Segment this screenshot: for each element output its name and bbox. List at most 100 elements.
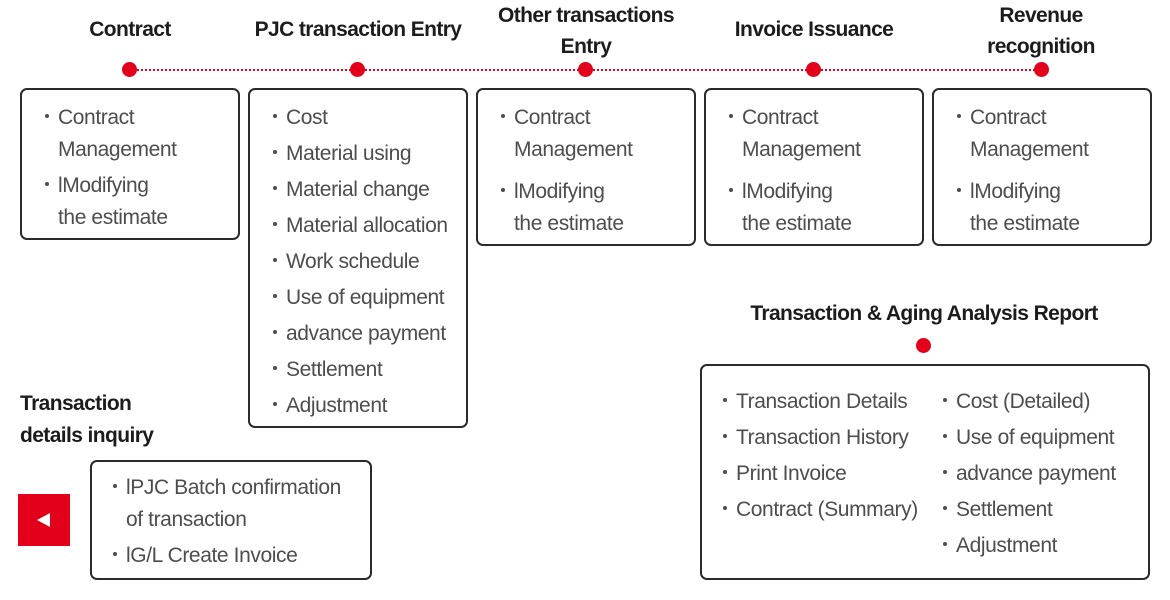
list-item-text: the estimate: [742, 212, 852, 235]
report-list-left: Transaction Details Transaction History …: [718, 386, 918, 530]
timeline-dot-invoice: [806, 62, 821, 77]
list-item: Settlement: [938, 494, 1116, 526]
stage-title-contract-line: Contract: [89, 18, 171, 41]
stage-title-other-entry-line1: Other transactions: [498, 4, 675, 27]
list-item: Cost: [268, 102, 466, 134]
list-item: lModifying the estimate: [724, 176, 922, 240]
stage-title-invoice-line: Invoice Issuance: [734, 18, 894, 41]
timeline-dot-other-entry: [578, 62, 593, 77]
list-item-text: Print Invoice: [736, 462, 847, 485]
list-item: lModifying the estimate: [40, 170, 238, 234]
list-item-text: lModifying: [970, 180, 1061, 203]
list-item-text: Contract: [58, 106, 135, 129]
stage-title-invoice: Invoice Issuance: [704, 14, 924, 45]
stage-title-other-entry-line2: Entry: [560, 35, 612, 58]
list-item: lG/L Create Invoice: [108, 540, 370, 572]
list-item: Settlement: [268, 354, 466, 386]
list-item-text: Work schedule: [286, 250, 420, 273]
list-item-text: advance payment: [956, 462, 1116, 485]
inquiry-title: Transaction details inquiry: [20, 388, 154, 452]
list-item: Adjustment: [268, 390, 466, 422]
stage-box-pjc-entry: Cost Material using Material change Mate…: [248, 88, 468, 428]
list-item-text: Management: [970, 138, 1089, 161]
list-item-text: Adjustment: [286, 394, 388, 417]
list-item-text: Management: [58, 138, 177, 161]
list-item-text: lG/L Create Invoice: [126, 544, 298, 567]
list-item-text: Material allocation: [286, 214, 448, 237]
list-item: Cost (Detailed): [938, 386, 1116, 418]
list-item-text: Use of equipment: [956, 426, 1115, 449]
list-item-text: Settlement: [286, 358, 383, 381]
list-item-text: Cost (Detailed): [956, 390, 1091, 413]
report-dot: [916, 338, 931, 353]
triangle-left-icon: [37, 513, 50, 527]
list-item-text: Contract (Summary): [736, 498, 918, 521]
report-title-text: Transaction & Aging Analysis Report: [750, 302, 1098, 325]
stage-title-contract: Contract: [30, 14, 230, 45]
list-item-text: Settlement: [956, 498, 1053, 521]
list-item: Transaction Details: [718, 386, 918, 418]
list-item-text: Management: [742, 138, 861, 161]
list-item-text: Management: [514, 138, 633, 161]
list-item-text: lPJC Batch confirmation: [126, 476, 341, 499]
report-box: Transaction Details Transaction History …: [700, 364, 1150, 580]
stage-title-other-entry: Other transactions Entry: [476, 0, 696, 62]
back-button[interactable]: [18, 494, 70, 546]
list-item-text: the estimate: [970, 212, 1080, 235]
list-item-text: Cost: [286, 106, 328, 129]
list-item-text: Contract: [742, 106, 819, 129]
inquiry-box: lPJC Batch confirmation of transaction lG…: [90, 460, 372, 580]
list-item: lPJC Batch confirmation of transaction: [108, 472, 370, 536]
timeline-dot-pjc-entry: [350, 62, 365, 77]
stage-list-pjc-entry: Cost Material using Material change Mate…: [268, 102, 466, 422]
timeline-dot-contract: [122, 62, 137, 77]
list-item: Contract (Summary): [718, 494, 918, 526]
timeline-dot-revenue: [1034, 62, 1049, 77]
list-item: Use of equipment: [268, 282, 466, 314]
list-item-text: Adjustment: [956, 534, 1058, 557]
list-item-text: Use of equipment: [286, 286, 445, 309]
list-item-text: lModifying: [58, 174, 149, 197]
list-item: Use of equipment: [938, 422, 1116, 454]
list-item: Print Invoice: [718, 458, 918, 490]
list-item: Material using: [268, 138, 466, 170]
list-item: Work schedule: [268, 246, 466, 278]
list-item-text: advance payment: [286, 322, 446, 345]
list-item-text: the estimate: [514, 212, 624, 235]
stage-title-pjc-entry: PJC transaction Entry: [238, 14, 478, 45]
list-item-text: Transaction History: [736, 426, 909, 449]
inquiry-title-line1: Transaction: [20, 392, 132, 415]
list-item-text: lModifying: [742, 180, 833, 203]
inquiry-list: lPJC Batch confirmation of transaction lG…: [108, 472, 370, 572]
stage-title-revenue: Revenue recognition: [936, 0, 1146, 62]
list-item: lModifying the estimate: [952, 176, 1150, 240]
list-item-text: Transaction Details: [736, 390, 908, 413]
list-item-text: Material change: [286, 178, 430, 201]
stage-title-revenue-line2: recognition: [987, 35, 1095, 58]
stage-title-revenue-line1: Revenue: [999, 4, 1083, 27]
stage-title-pjc-entry-line: PJC transaction Entry: [254, 18, 462, 41]
list-item: Material change: [268, 174, 466, 206]
list-item-text: Contract: [970, 106, 1047, 129]
report-title: Transaction & Aging Analysis Report: [700, 298, 1148, 329]
inquiry-title-line2: details inquiry: [20, 424, 154, 447]
list-item: Material allocation: [268, 210, 466, 242]
list-item-text: Contract: [514, 106, 591, 129]
list-item: Adjustment: [938, 530, 1116, 562]
list-item-text: the estimate: [58, 206, 168, 229]
list-item: advance payment: [938, 458, 1116, 490]
report-list-right: Cost (Detailed) Use of equipment advance…: [938, 386, 1116, 566]
list-item-text: of transaction: [126, 508, 247, 531]
list-item-text: Material using: [286, 142, 412, 165]
